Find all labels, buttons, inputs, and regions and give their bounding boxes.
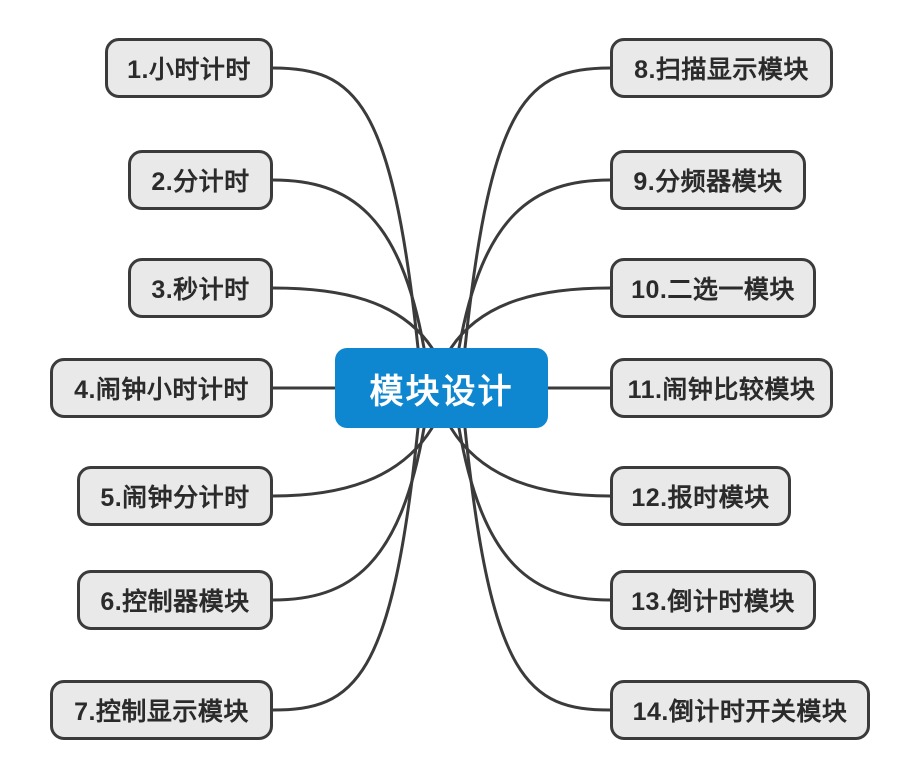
node-7-label: 7.控制显示模块 (74, 698, 249, 726)
node-9-label: 9.分频器模块 (633, 168, 783, 196)
edge-to-node-6 (271, 426, 426, 602)
center-node-label: 模块设计 (369, 372, 514, 411)
node-7-control-display-module[interactable]: 7.控制显示模块 (50, 680, 273, 740)
node-4-alarm-hour-counter[interactable]: 4.闹钟小时计时 (50, 358, 273, 418)
node-3-second-counter[interactable]: 3.秒计时 (128, 258, 273, 318)
edge-to-node-12 (449, 426, 612, 498)
edge-to-node-8 (463, 66, 612, 350)
edge-to-node-7 (271, 426, 420, 712)
edge-to-node-3 (271, 286, 434, 350)
edge-to-node-14 (463, 426, 612, 712)
node-14-label: 14.倒计时开关模块 (632, 698, 848, 726)
node-2-label: 2.分计时 (151, 168, 250, 196)
node-10-label: 10.二选一模块 (631, 276, 795, 304)
center-node-module-design[interactable]: 模块设计 (335, 348, 548, 428)
node-8-scan-display-module[interactable]: 8.扫描显示模块 (610, 38, 833, 98)
node-9-frequency-divider-module[interactable]: 9.分频器模块 (610, 150, 806, 210)
node-6-controller-module[interactable]: 6.控制器模块 (77, 570, 273, 630)
node-1-label: 1.小时计时 (127, 56, 251, 84)
node-4-label: 4.闹钟小时计时 (74, 376, 249, 404)
node-11-label: 11.闹钟比较模块 (627, 376, 816, 404)
node-13-countdown-module[interactable]: 13.倒计时模块 (610, 570, 816, 630)
node-10-two-to-one-selector-module[interactable]: 10.二选一模块 (610, 258, 816, 318)
node-14-countdown-switch-module[interactable]: 14.倒计时开关模块 (610, 680, 870, 740)
node-5-alarm-minute-counter[interactable]: 5.闹钟分计时 (77, 466, 273, 526)
node-5-label: 5.闹钟分计时 (100, 484, 250, 512)
edge-to-node-1 (271, 66, 420, 350)
edge-to-node-2 (271, 178, 426, 350)
edge-to-node-9 (457, 178, 612, 350)
node-12-time-announce-module[interactable]: 12.报时模块 (610, 466, 791, 526)
node-13-label: 13.倒计时模块 (631, 588, 795, 616)
node-3-label: 3.秒计时 (151, 276, 250, 304)
node-2-minute-counter[interactable]: 2.分计时 (128, 150, 273, 210)
edge-to-node-5 (271, 426, 434, 498)
node-12-label: 12.报时模块 (631, 484, 770, 512)
node-11-alarm-compare-module[interactable]: 11.闹钟比较模块 (610, 358, 833, 418)
edge-to-node-10 (449, 286, 612, 350)
node-6-label: 6.控制器模块 (100, 588, 250, 616)
node-8-label: 8.扫描显示模块 (634, 56, 809, 84)
edge-to-node-13 (457, 426, 612, 602)
node-1-hour-counter[interactable]: 1.小时计时 (105, 38, 273, 98)
